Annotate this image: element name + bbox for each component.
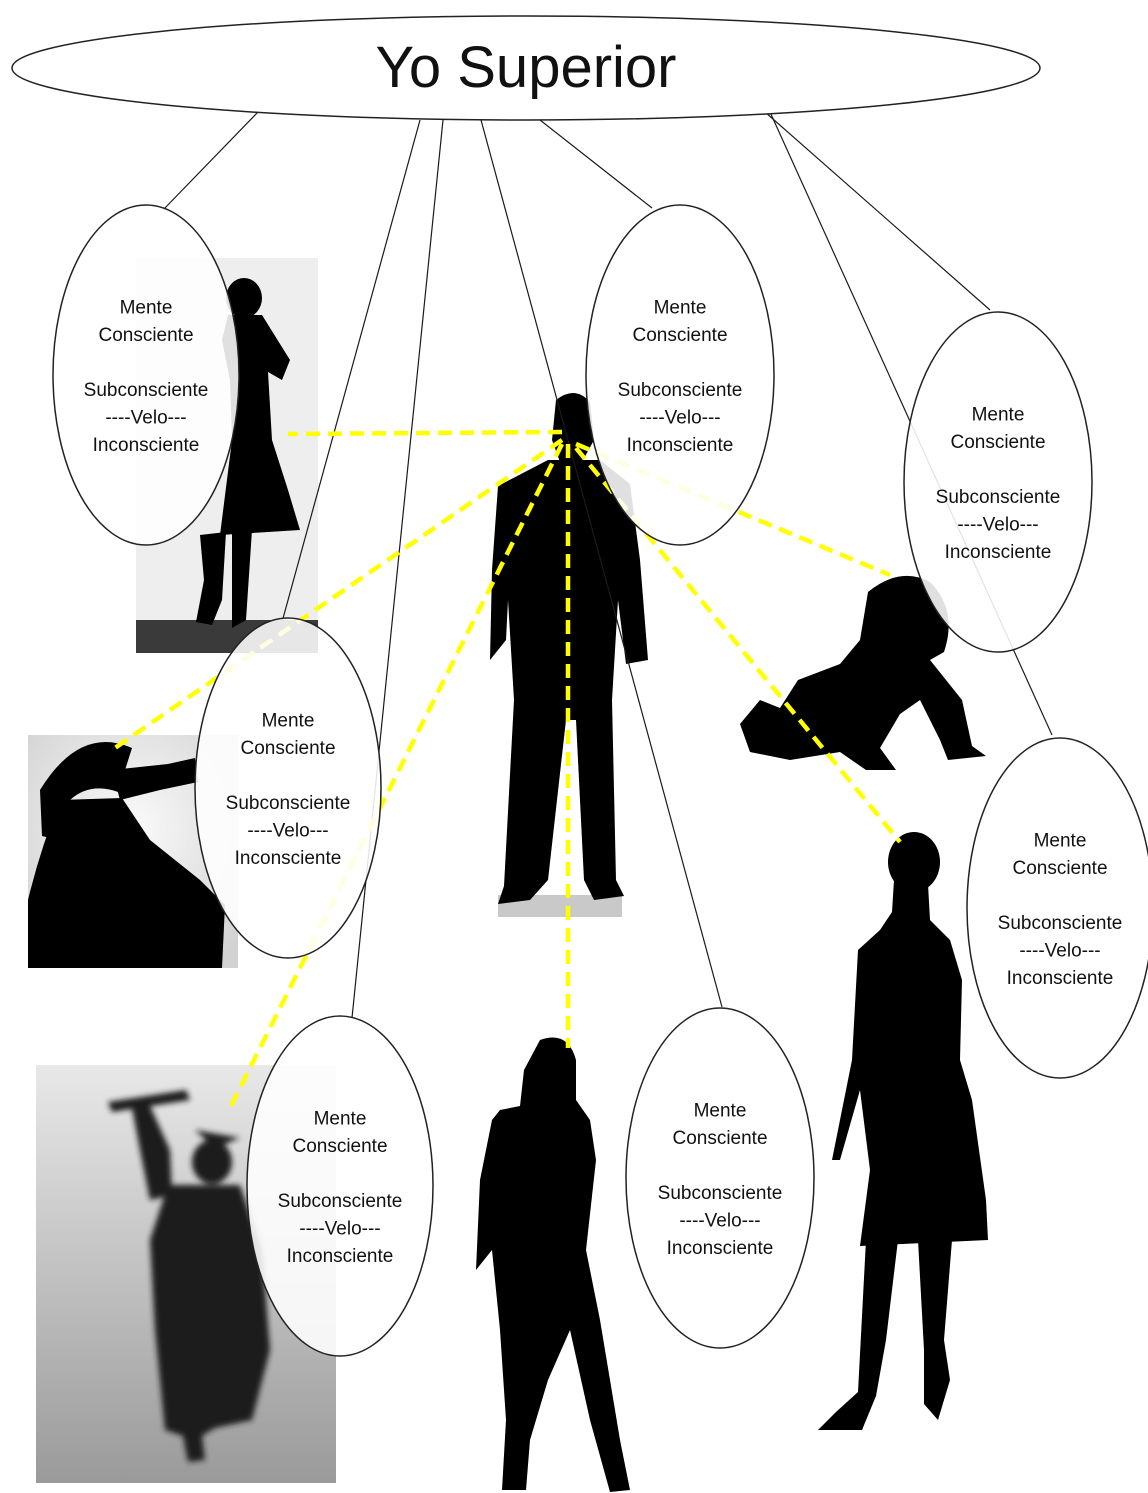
dashed-connector (574, 446, 902, 844)
mind-oval-line: Consciente (632, 325, 727, 346)
mind-oval-line: Consciente (1012, 858, 1107, 879)
silhouette-woman-phone (196, 278, 300, 628)
mind-oval-shape (585, 204, 775, 546)
mind-oval-line: Subconsciente (84, 380, 209, 401)
mind-oval-line: Inconsciente (1007, 968, 1114, 989)
mind-oval-line: Consciente (292, 1136, 387, 1157)
dashed-connector (287, 429, 563, 437)
mind-oval-line: Inconsciente (627, 435, 734, 456)
mind-oval-line: ----Velo--- (1019, 940, 1100, 961)
photo-floor-man-suit (498, 895, 622, 917)
connector-line (480, 119, 723, 1008)
mind-oval-line: Subconsciente (226, 793, 351, 814)
dashed-connector (110, 438, 564, 752)
mind-oval-line: Subconsciente (998, 913, 1123, 934)
mind-oval-line: Subconsciente (618, 380, 743, 401)
mind-oval-line: Mente (694, 1100, 747, 1121)
mind-oval-line: Mente (972, 404, 1025, 425)
mind-oval-line: Consciente (98, 325, 193, 346)
mind-oval-line: Subconsciente (936, 487, 1061, 508)
connector-line (281, 119, 421, 623)
mind-oval-line: ----Velo--- (679, 1210, 760, 1231)
mind-oval-line: Inconsciente (235, 848, 342, 869)
yo-superior-label: Yo Superior (376, 35, 677, 100)
connector-line (162, 111, 259, 211)
silhouette-woman-dress (818, 832, 988, 1430)
yo-superior-node: Yo Superior (11, 15, 1041, 121)
mind-oval-line: Inconsciente (287, 1246, 394, 1267)
mind-oval-shape (246, 1015, 434, 1357)
silhouette-man-drinking (28, 741, 225, 968)
mind-oval-line: Inconsciente (667, 1238, 774, 1259)
silhouette-graduate (108, 1090, 270, 1462)
mind-oval-shape (966, 737, 1148, 1079)
mind-oval-line: Subconsciente (658, 1183, 783, 1204)
dashed-connector (227, 442, 565, 1110)
mind-oval-line: Subconsciente (278, 1191, 403, 1212)
connector-line (539, 119, 653, 209)
mind-ovals: MenteConscienteSubconsciente----Velo---I… (52, 204, 1148, 1357)
mind-oval-line: Mente (654, 297, 707, 318)
mind-oval-line: Mente (314, 1108, 367, 1129)
mind-oval-line: Consciente (950, 432, 1045, 453)
mind-oval-line: ----Velo--- (957, 514, 1038, 535)
mind-oval-line: Inconsciente (93, 435, 200, 456)
mind-oval-shape (625, 1007, 815, 1349)
mind-oval-shape (903, 311, 1093, 653)
yo-superior-ellipse (11, 15, 1041, 121)
mind-oval-line: Consciente (240, 738, 335, 759)
mind-oval-line: ----Velo--- (639, 407, 720, 428)
mind-oval-line: Mente (262, 710, 315, 731)
mind-oval-line: Mente (120, 297, 173, 318)
silhouette-woman-posing (476, 1037, 630, 1492)
mind-oval-line: ----Velo--- (247, 820, 328, 841)
mind-oval-line: ----Velo--- (299, 1218, 380, 1239)
mind-oval-line: Mente (1034, 830, 1087, 851)
mind-oval-shape (52, 204, 240, 546)
mind-oval-line: Consciente (672, 1128, 767, 1149)
mind-oval-line: ----Velo--- (105, 407, 186, 428)
connector-line (764, 111, 991, 311)
mind-oval-shape (194, 617, 382, 959)
mind-oval-line: Inconsciente (945, 542, 1052, 563)
